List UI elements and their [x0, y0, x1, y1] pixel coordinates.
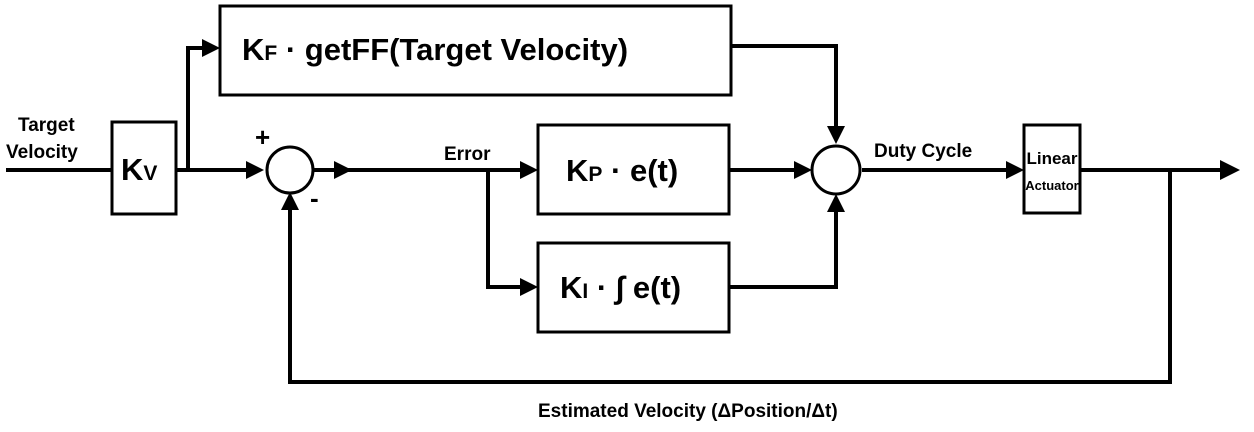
- arrow-into-kp: [520, 161, 538, 179]
- actuator-block: Linear Actuator: [1022, 123, 1082, 215]
- kp-sub: P: [588, 163, 602, 186]
- actuator-label-line2: Actuator: [1025, 178, 1078, 193]
- feedforward-block: KF · getFF(Target Velocity): [218, 4, 733, 97]
- wire-error-to-ki: [486, 170, 522, 289]
- ki-sub: I: [582, 280, 588, 303]
- error-label: Error: [444, 144, 491, 165]
- arrow-feedforward-down: [827, 126, 845, 144]
- arrow-after-sum: [334, 161, 352, 179]
- feedback-label: Estimated Velocity (ΔPosition/Δt): [538, 401, 838, 422]
- duty-cycle-label: Duty Cycle: [874, 141, 972, 162]
- arrow-into-actuator: [1006, 161, 1024, 179]
- plus-sign: +: [255, 122, 270, 152]
- ki-block: KI · ∫ e(t): [536, 241, 731, 334]
- svg-text:KP · e(t): KP · e(t): [566, 153, 678, 188]
- ff-rest: · getFF(Target Velocity): [277, 32, 628, 67]
- kv-main: K: [121, 152, 144, 187]
- signal-wires: [6, 44, 1222, 384]
- arrow-into-kv-sum: [246, 161, 264, 179]
- arrow-into-sum2: [794, 161, 812, 179]
- svg-text:KI · ∫ e(t): KI · ∫ e(t): [560, 270, 681, 305]
- arrow-into-feedforward: [202, 39, 220, 57]
- summing-junction-output: [810, 144, 862, 196]
- arrow-feedback-up: [281, 192, 299, 210]
- wire-ki-to-sum: [729, 208, 838, 289]
- svg-text:KV: KV: [121, 152, 157, 187]
- minus-sign: -: [310, 183, 319, 213]
- kv-sub: V: [143, 162, 157, 185]
- input-label-line1: Target: [18, 115, 75, 136]
- arrowheads: [202, 39, 1240, 296]
- ff-main: K: [242, 32, 265, 67]
- kp-rest: · e(t): [602, 153, 678, 188]
- ki-main: K: [560, 270, 583, 305]
- kv-block: KV: [110, 120, 178, 216]
- input-label-line2: Velocity: [6, 142, 78, 163]
- wire-to-feedforward: [186, 46, 204, 170]
- arrow-into-ki: [520, 278, 538, 296]
- actuator-label-line1: Linear: [1026, 149, 1077, 168]
- wire-feedback: [288, 170, 1172, 384]
- svg-text:KF · getFF(Target Velocity): KF · getFF(Target Velocity): [242, 32, 628, 67]
- arrow-ki-up: [827, 194, 845, 212]
- wire-feedforward-to-sum: [731, 44, 838, 128]
- summing-junction-error: [265, 145, 315, 195]
- kp-block: KP · e(t): [536, 123, 731, 216]
- ki-rest: · ∫ e(t): [588, 270, 681, 305]
- kp-main: K: [566, 153, 589, 188]
- arrow-output: [1220, 160, 1240, 180]
- ff-sub: F: [264, 42, 277, 65]
